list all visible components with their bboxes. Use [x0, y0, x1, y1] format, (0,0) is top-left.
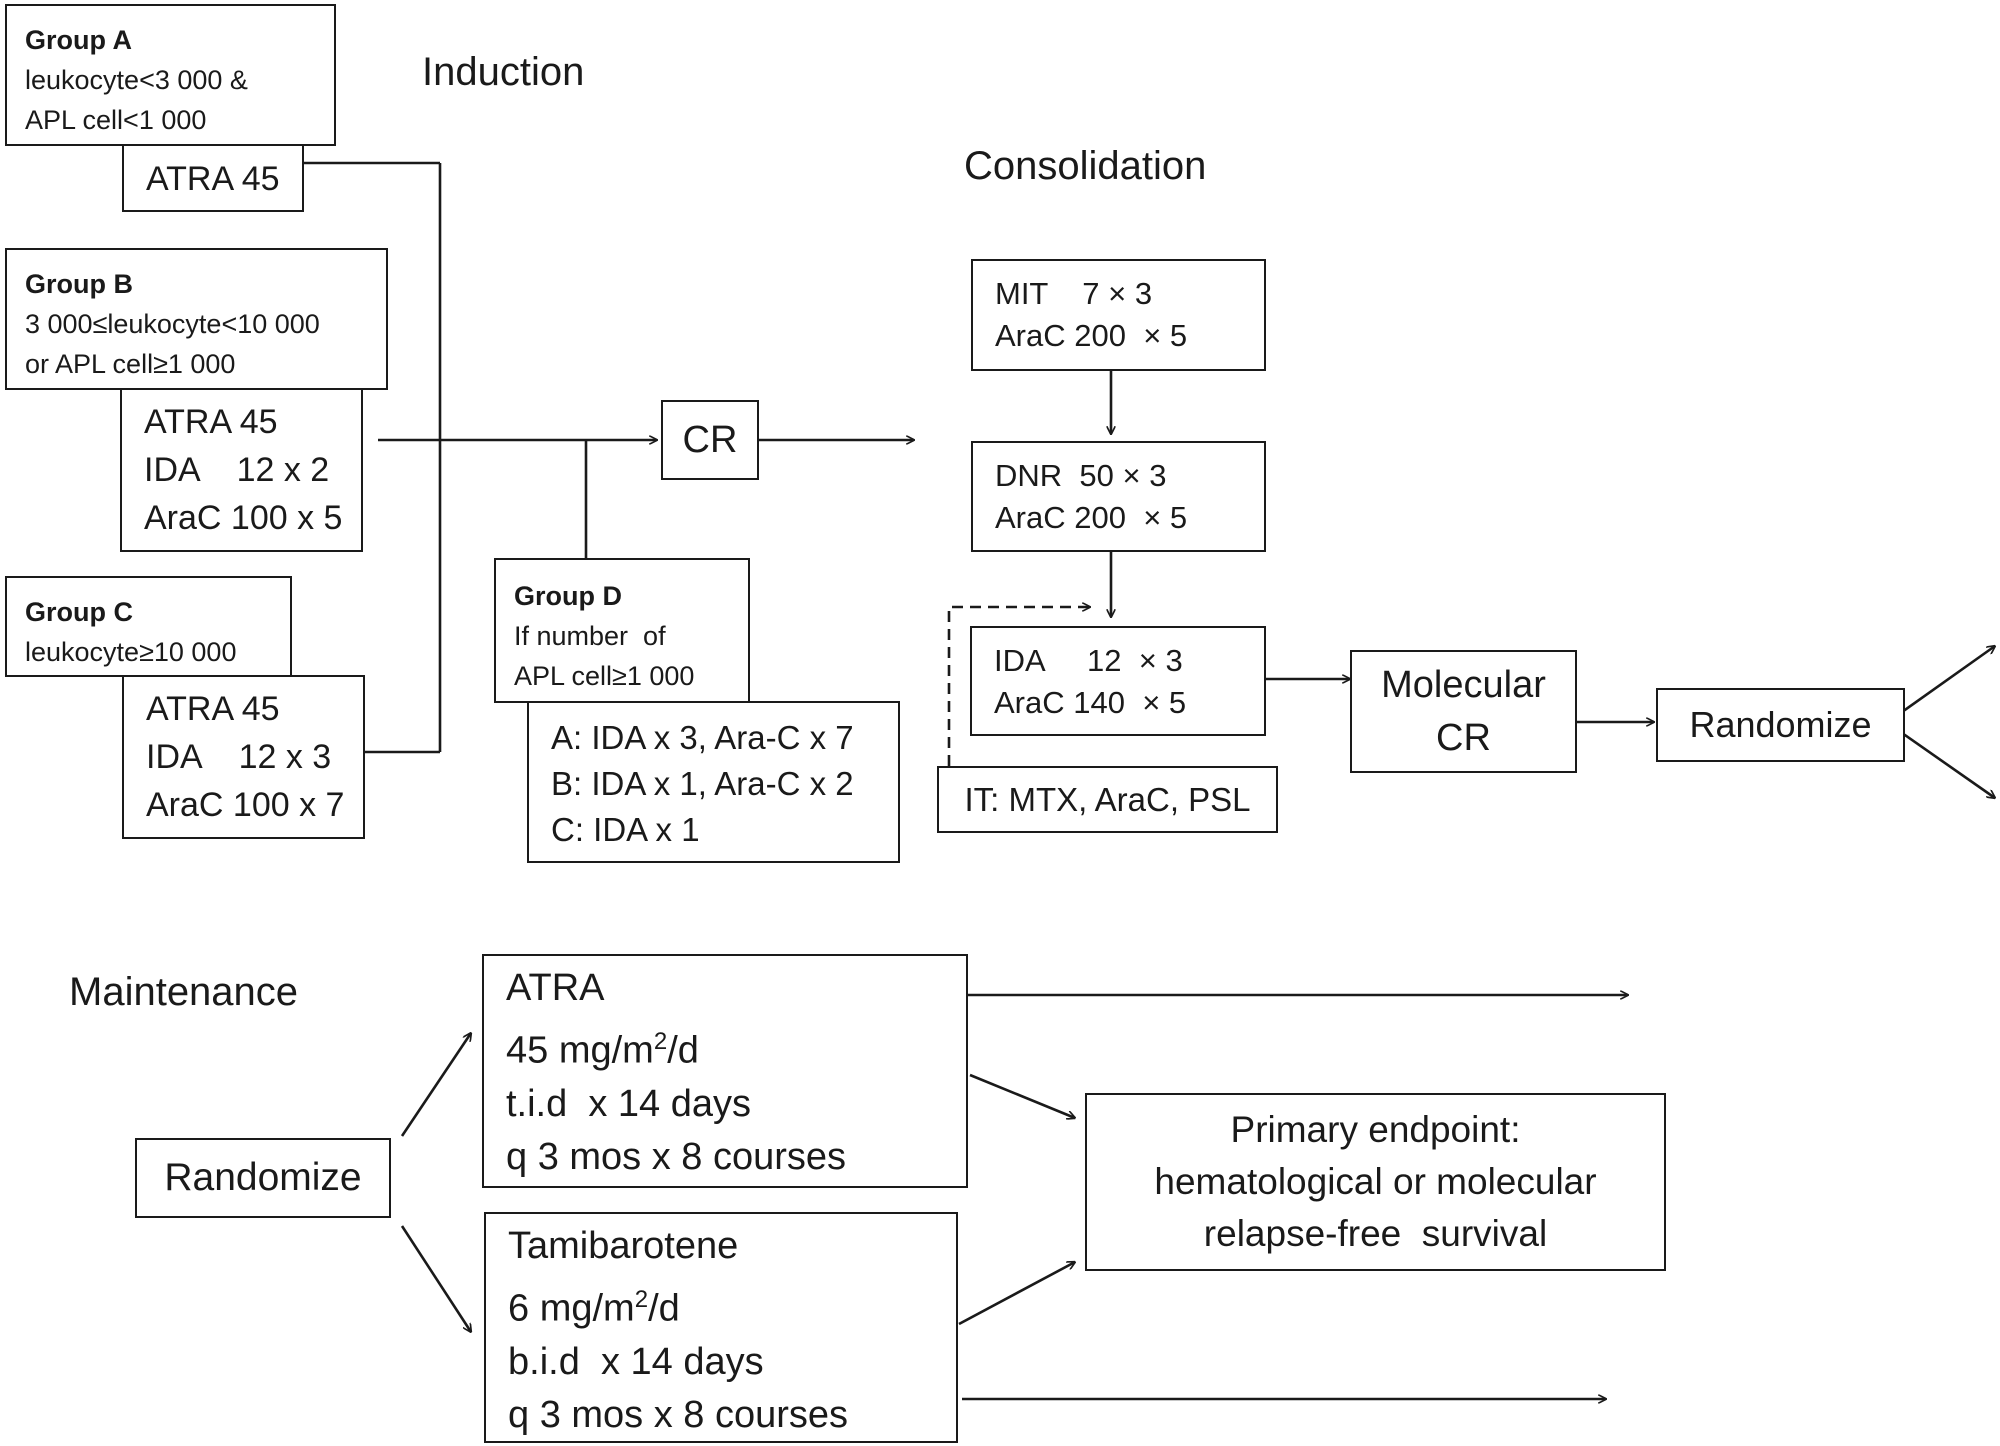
induction-heading: Induction: [422, 50, 585, 94]
group-a-box: Group A leukocyte<3 000 & APL cell<1 000: [5, 4, 336, 146]
course-3-line-1: IDA 12 × 3: [994, 643, 1183, 678]
group-a-criteria-1: leukocyte<3 000 &: [25, 65, 248, 95]
molecular-cr-box: Molecular CR: [1350, 650, 1577, 773]
tamibarotene-dose-unit: /d: [648, 1287, 680, 1330]
atra-schedule: t.i.d x 14 days: [506, 1082, 752, 1125]
endpoint-line-1: Primary endpoint:: [1230, 1109, 1521, 1150]
maintenance-randomize-label: Randomize: [164, 1156, 362, 1199]
cr-label: CR: [682, 418, 738, 461]
arrow-randomize-to-tamibarotene: [400, 1225, 471, 1332]
arrow-tamibarotene-to-endpoint: [958, 1262, 1075, 1326]
group-b-criteria-1: 3 000≤leukocyte<10 000: [25, 309, 320, 339]
group-d-box: Group D If number of APL cell≥1 000: [494, 558, 750, 703]
arrow-atra-to-endpoint: [969, 1073, 1075, 1118]
group-a-criteria-2: APL cell<1 000: [25, 105, 207, 135]
endpoint-line-2: hematological or molecular: [1154, 1161, 1597, 1202]
course-1-line-1: MIT 7 × 3: [995, 276, 1153, 311]
course-3-line-2: AraC 140 × 5: [994, 685, 1187, 720]
consolidation-course-3: IDA 12 × 3 AraC 140 × 5: [970, 626, 1266, 736]
group-c-regimen-line-3: AraC 100 x 7: [146, 786, 345, 824]
it-label: IT: MTX, AraC, PSL: [964, 780, 1251, 818]
tamibarotene-dose-sup: 2: [634, 1286, 649, 1313]
group-a-regimen-line: ATRA 45: [146, 160, 280, 198]
group-d-regimen-line-3: C: IDA x 1: [551, 811, 700, 848]
group-d-title: Group D: [514, 581, 622, 611]
group-d-regimen-line-2: B: IDA x 1, Ara-C x 2: [551, 765, 854, 802]
group-b-regimen: ATRA 45 IDA 12 x 2 AraC 100 x 5: [120, 388, 363, 552]
arrow-randomize-to-atra: [400, 1033, 471, 1137]
consolidation-randomize-box: Randomize: [1656, 688, 1905, 762]
consolidation-heading: Consolidation: [964, 144, 1207, 188]
group-b-regimen-line-3: AraC 100 x 5: [144, 499, 343, 537]
maintenance-randomize-box: Randomize: [135, 1138, 391, 1218]
group-c-regimen-line-2: IDA 12 x 3: [146, 738, 332, 776]
cr-box: CR: [661, 400, 759, 480]
atra-drug: ATRA: [506, 967, 605, 1009]
atra-dose-value: 45 mg/m: [506, 1029, 654, 1072]
it-box: IT: MTX, AraC, PSL: [937, 766, 1278, 833]
group-c-criteria-1: leukocyte≥10 000: [25, 637, 237, 667]
arrow-randomize-branch-down: [1901, 731, 1995, 798]
group-a-regimen: ATRA 45: [122, 144, 304, 212]
arrow-it-dashed: [947, 607, 1090, 766]
tamibarotene-schedule: b.i.d x 14 days: [508, 1340, 764, 1383]
tamibarotene-drug: Tamibarotene: [508, 1225, 739, 1267]
atra-dose: 45 mg/m2/d: [506, 1015, 950, 1078]
group-b-regimen-line-1: ATRA 45: [144, 403, 278, 441]
atra-dose-sup: 2: [653, 1028, 668, 1055]
group-c-regimen: ATRA 45 IDA 12 x 3 AraC 100 x 7: [122, 675, 365, 839]
group-b-title: Group B: [25, 269, 133, 299]
group-d-criteria-1: If number of: [514, 621, 666, 651]
course-2-line-2: AraC 200 × 5: [995, 500, 1188, 535]
atra-dose-unit: /d: [667, 1029, 699, 1072]
group-d-criteria-2: APL cell≥1 000: [514, 661, 695, 691]
maintenance-heading: Maintenance: [69, 970, 299, 1014]
molecular-cr-line-2: CR: [1436, 716, 1491, 759]
arrow-randomize-branch-up: [1901, 646, 1995, 714]
molecular-cr-line-1: Molecular: [1381, 663, 1546, 706]
endpoint-line-3: relapse-free survival: [1203, 1213, 1548, 1254]
course-2-line-1: DNR 50 × 3: [995, 458, 1167, 493]
tamibarotene-dose: 6 mg/m2/d: [508, 1273, 940, 1336]
group-b-box: Group B 3 000≤leukocyte<10 000 or APL ce…: [5, 248, 388, 390]
course-1-line-2: AraC 200 × 5: [995, 318, 1188, 353]
group-a-title: Group A: [25, 25, 132, 55]
tamibarotene-dose-value: 6 mg/m: [508, 1287, 635, 1330]
group-b-regimen-line-2: IDA 12 x 2: [144, 451, 330, 489]
atra-arm-box: ATRA 45 mg/m2/d t.i.d x 14 days q 3 mos …: [482, 954, 968, 1188]
group-c-title: Group C: [25, 597, 133, 627]
tamibarotene-courses: q 3 mos x 8 courses: [508, 1393, 849, 1436]
primary-endpoint-box: Primary endpoint: hematological or molec…: [1085, 1093, 1666, 1271]
group-c-regimen-line-1: ATRA 45: [146, 690, 280, 728]
atra-courses: q 3 mos x 8 courses: [506, 1135, 847, 1178]
consolidation-course-2: DNR 50 × 3 AraC 200 × 5: [971, 441, 1266, 552]
tamibarotene-arm-box: Tamibarotene 6 mg/m2/d b.i.d x 14 days q…: [484, 1212, 958, 1443]
group-b-criteria-2: or APL cell≥1 000: [25, 349, 236, 379]
consolidation-course-1: MIT 7 × 3 AraC 200 × 5: [971, 259, 1266, 371]
group-c-box: Group C leukocyte≥10 000: [5, 576, 292, 677]
group-d-regimen-line-1: A: IDA x 3, Ara-C x 7: [551, 719, 854, 756]
group-d-regimen: A: IDA x 3, Ara-C x 7 B: IDA x 1, Ara-C …: [527, 701, 900, 863]
consolidation-randomize-label: Randomize: [1689, 704, 1872, 745]
